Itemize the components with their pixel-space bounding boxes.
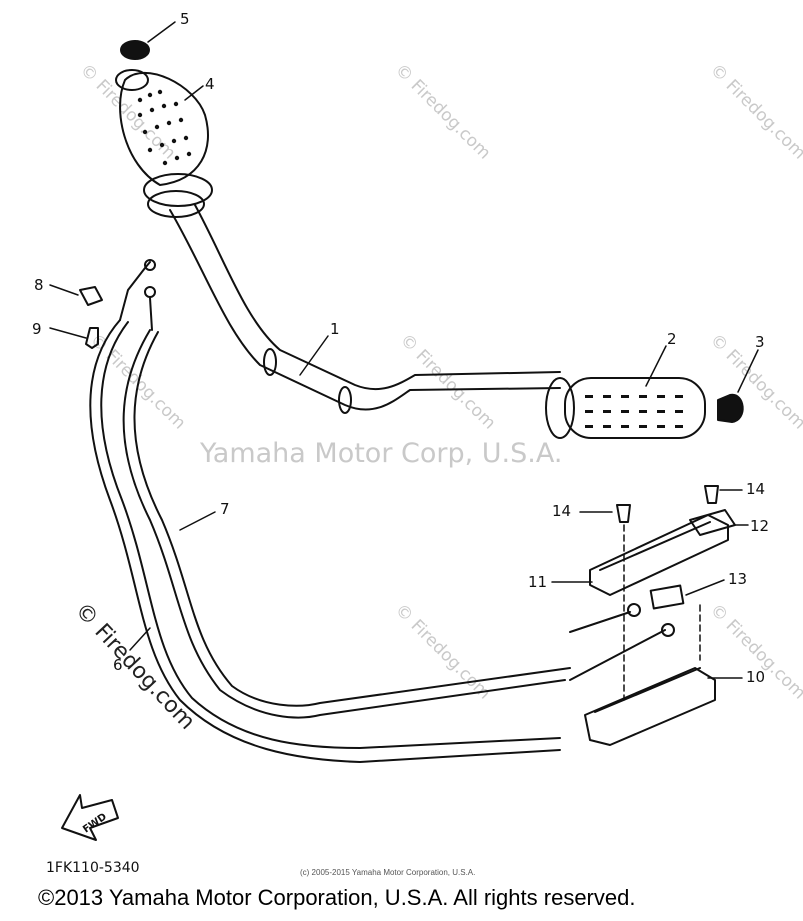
callout-5: 5 [180,10,190,28]
left-grip-flange-lower [147,190,205,218]
screw-9 [85,327,99,349]
handlebar-band-1 [263,348,277,376]
leader-7 [179,511,216,531]
end-cap-right [717,393,744,423]
housing-upper-rim [599,521,711,571]
callout-10: 10 [746,668,766,686]
callout-13: 13 [728,570,748,588]
cable-end-lower [569,629,666,681]
callout-9: 9 [32,320,42,338]
center-watermark: Yamaha Motor Corp, U.S.A. [200,438,563,469]
left-grip-flange [143,173,213,207]
callout-3: 3 [755,333,765,351]
leader-4 [184,85,204,101]
cable-end-upper [569,611,631,633]
screw-14-left [616,504,631,523]
throttle-cable-outer [89,319,561,763]
grip-texture [137,89,683,428]
cable-barrel-2 [661,623,675,637]
throttle-cable-inner-2 [133,331,571,707]
leader-9 [49,327,87,339]
leader-13 [685,579,725,596]
left-grip-end [115,69,149,91]
housing-upper [589,514,729,596]
callout-8: 8 [34,276,44,294]
throttle-cable-outer-2 [100,321,561,749]
small-copyright: (c) 2005-2015 Yamaha Motor Corporation, … [300,868,476,877]
leader-2 [645,345,667,387]
callout-1: 1 [330,320,340,338]
handlebar-band-2 [338,386,352,414]
screw-14-right [704,485,719,504]
callout-4: 4 [205,75,215,93]
right-grip [564,377,706,439]
cable-top-2 [149,297,153,331]
cable-top-ring-1 [144,259,156,271]
leader-5 [147,21,176,43]
copyright-notice: ©2013 Yamaha Motor Corporation, U.S.A. A… [38,885,636,910]
fwd-arrow [61,794,119,841]
leader-3 [737,349,759,393]
cable-top-1 [119,261,151,321]
leader-6 [129,627,151,651]
housing-lower-rim [594,667,701,713]
end-cap-left [120,40,150,60]
callout-11: 11 [528,573,548,591]
callout-7: 7 [220,500,230,518]
part-code: 1FK110-5340 [46,860,140,876]
cable-barrel-1 [627,603,641,617]
handlebar-tube [169,209,561,411]
left-grip [119,71,209,186]
callout-14-right: 14 [746,480,766,498]
throttle-cable-inner [122,329,566,719]
callout-6: 6 [113,656,123,674]
cable-top-ring-2 [144,286,156,298]
right-grip-flange [545,377,575,439]
leader-1 [299,335,329,376]
callout-2: 2 [667,330,677,348]
clamp-8 [79,286,103,306]
housing-lower [584,667,716,746]
callout-12: 12 [750,517,770,535]
callout-14-left: 14 [552,502,572,520]
leader-8 [49,284,79,296]
handlebar-tube-inner [194,204,561,391]
block-13 [649,584,685,610]
